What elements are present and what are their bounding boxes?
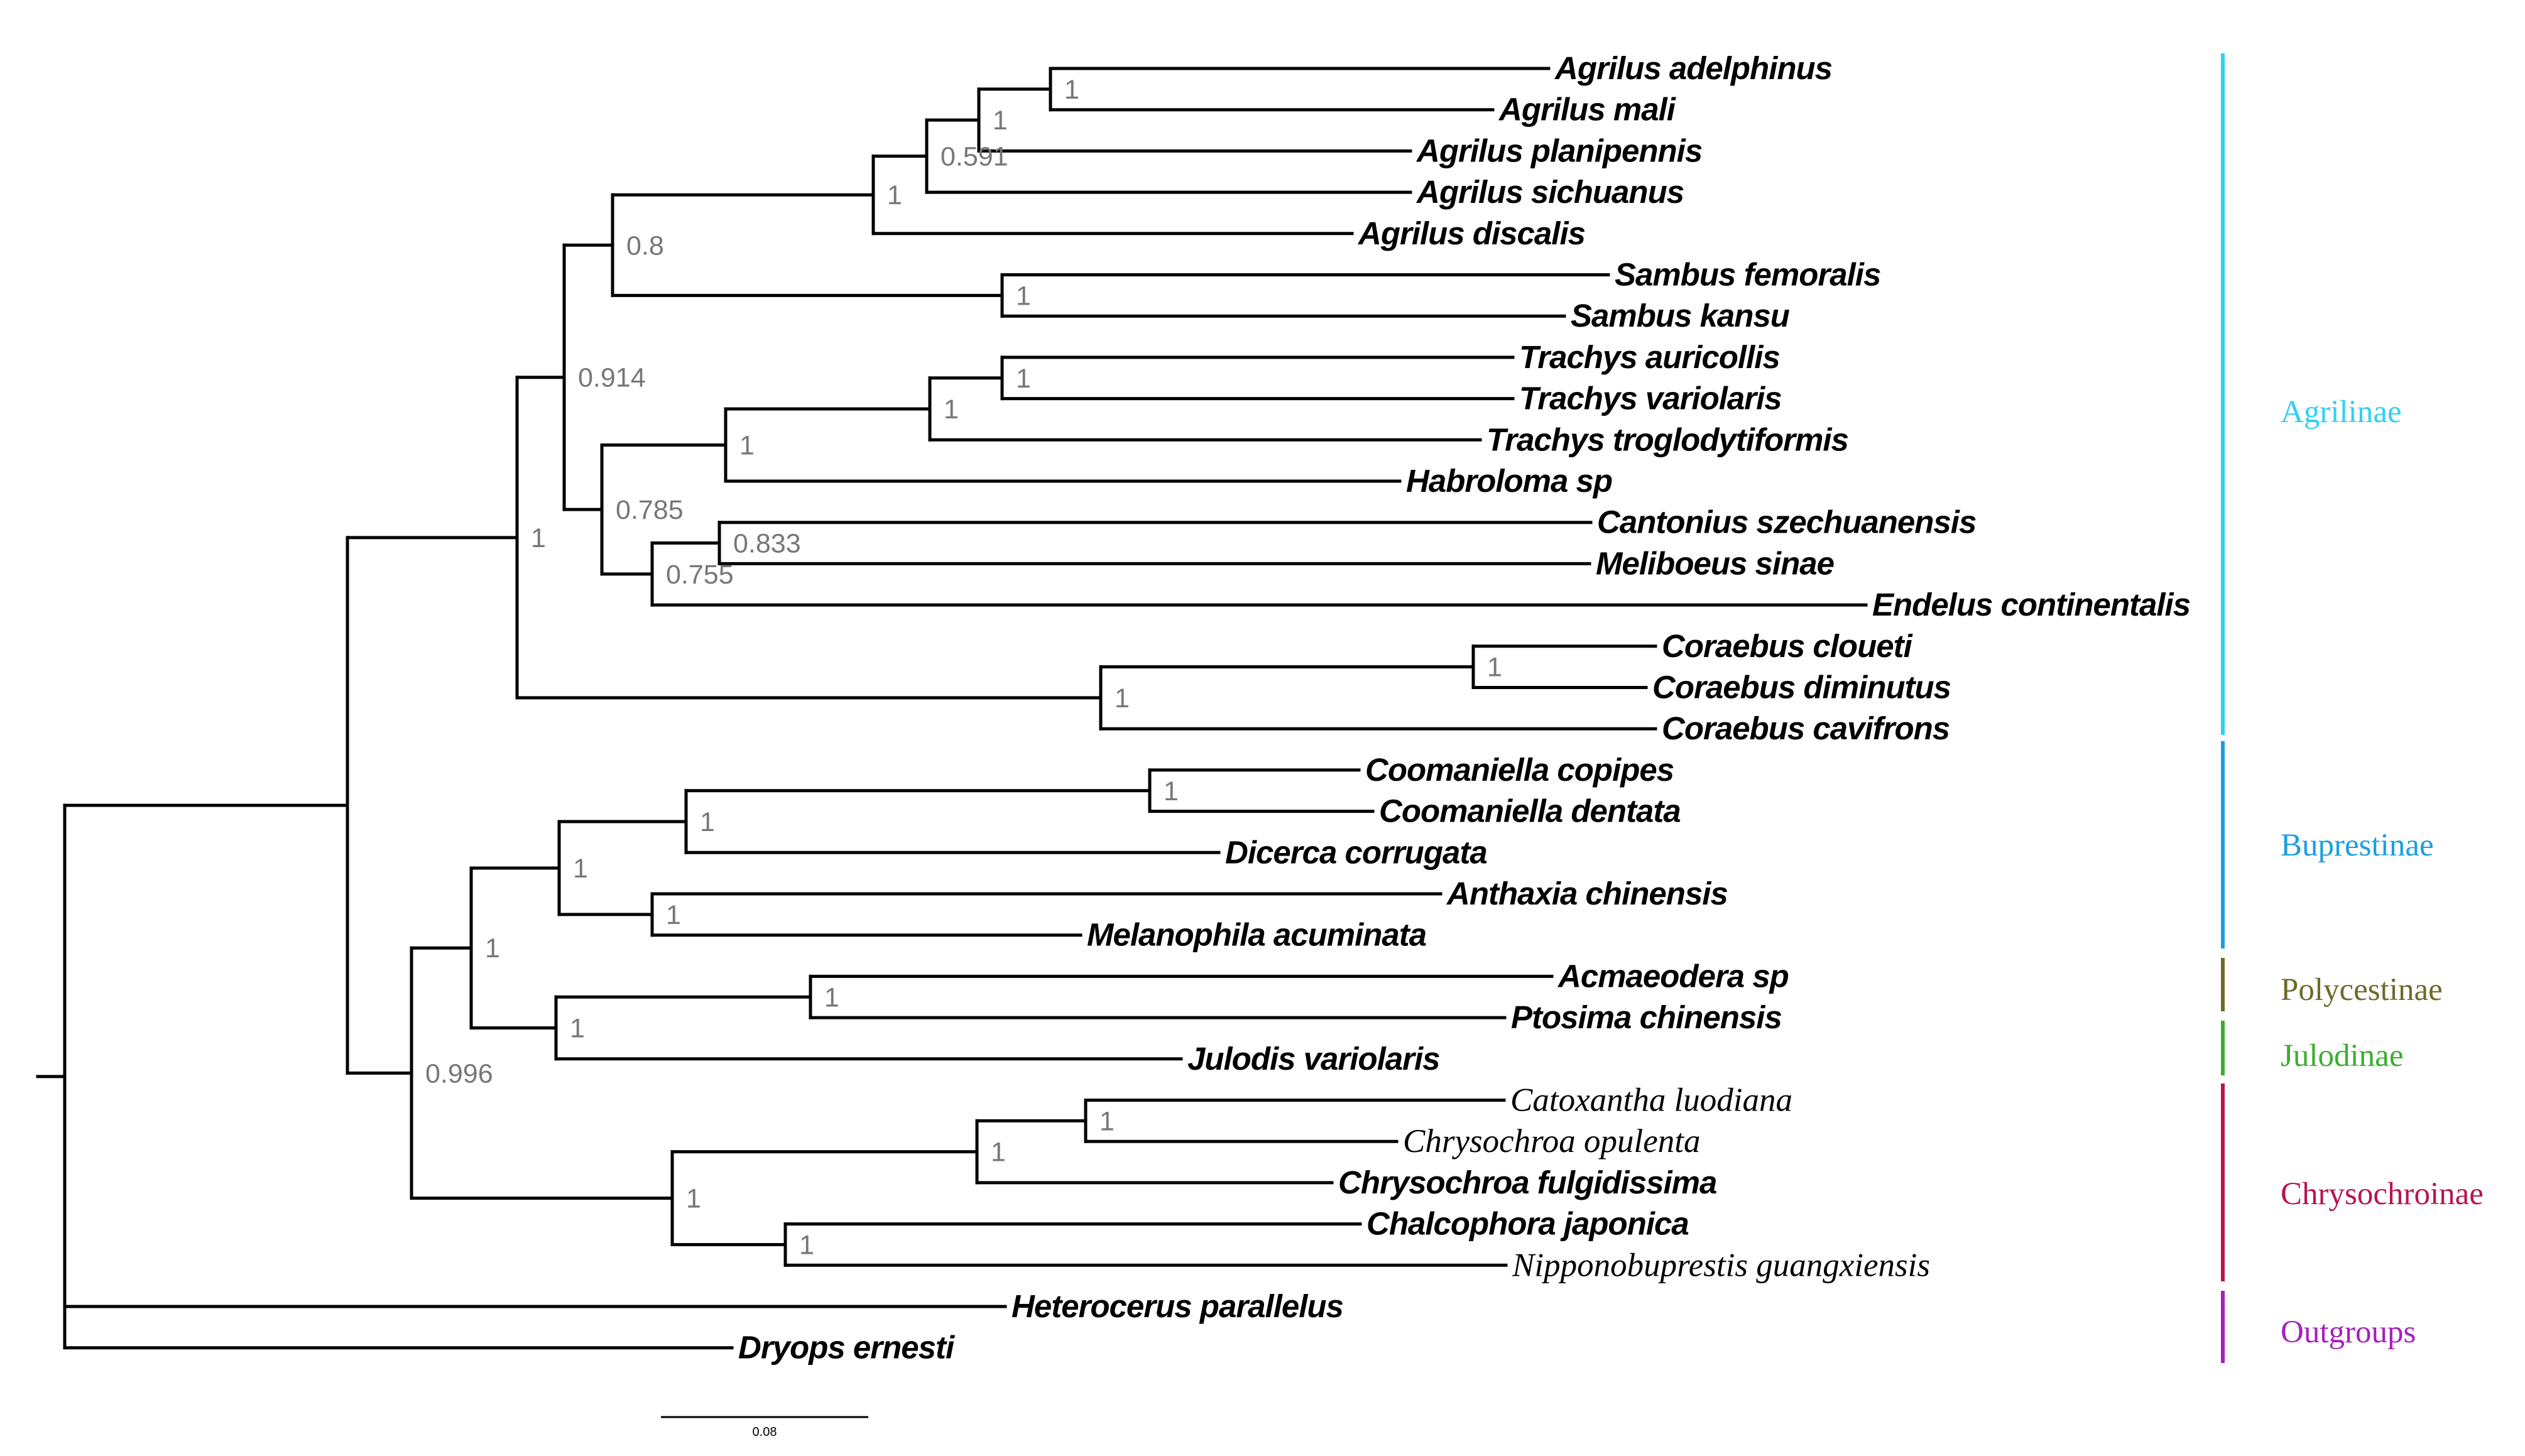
taxon-label: Ptosima chinensis [1511,999,1782,1035]
taxon-label: Agrilus discalis [1357,215,1585,251]
tree-branches [36,67,1868,1350]
support-value: 0.785 [616,495,684,525]
taxon-label: Nipponobuprestis guangxiensis [1512,1247,1930,1283]
support-value: 1 [799,1230,814,1260]
taxon-label: Habroloma sp [1406,463,1612,499]
support-value: 1 [1016,281,1031,311]
taxon-label: Dryops ernesti [738,1330,956,1366]
taxon-label: Chrysochroa fulgidissima [1338,1165,1716,1200]
support-value: 1 [573,854,588,884]
taxon-label: Meliboeus sinae [1596,545,1834,581]
taxon-label: Coomaniella copipes [1365,752,1674,788]
support-value: 1 [1064,75,1079,105]
clade-label: Agrilinae [2281,394,2402,430]
taxon-label: Coraebus cavifrons [1662,710,1950,746]
scale-bar-label: 0.08 [753,1425,777,1439]
taxon-label: Dicerca corrugata [1225,834,1487,870]
support-value: 1 [739,431,755,461]
support-value: 1 [1016,364,1031,394]
taxon-label: Julodis variolaris [1187,1041,1440,1077]
support-value: 1 [824,982,839,1013]
taxon-label: Trachys variolaris [1519,381,1782,416]
clade-label: Buprestinae [2281,828,2434,863]
taxon-label: Catoxantha luodiana [1510,1082,1792,1119]
support-value: 1 [991,1138,1006,1168]
support-value: 1 [531,523,546,553]
taxon-label: Anthaxia chinensis [1446,876,1728,911]
taxon-label: Cantonius szechuanensis [1597,504,1976,540]
support-value: 1 [485,933,500,964]
support-value: 0.755 [666,560,734,590]
taxon-label: Sambus kansu [1571,298,1790,334]
clade-label: Julodinae [2281,1038,2403,1073]
support-value: 1 [686,1184,701,1214]
taxon-label: Agrilus sichuanus [1415,174,1684,210]
taxon-label: Coomaniella dentata [1379,793,1681,829]
clade-annotations: AgrilinaeBuprestinaePolycestinaeJulodina… [2221,53,2484,1363]
support-value: 1 [700,807,715,837]
taxon-label: Acmaeodera sp [1557,958,1789,994]
taxon-label: Coraebus cloueti [1662,628,1914,664]
support-value: 0.914 [578,363,646,393]
support-value: 1 [1099,1106,1115,1136]
taxon-label: Agrilus planipennis [1415,133,1702,168]
support-value: 1 [887,180,902,210]
support-value: 1 [666,900,681,930]
support-value: 0.833 [733,529,801,559]
taxon-label: Heterocerus parallelus [1012,1288,1343,1324]
support-value: 1 [1487,653,1502,683]
scale-bar: 0.08 [661,1416,868,1439]
taxon-label: Coraebus diminutus [1652,670,1951,705]
clade-label: Chrysochroinae [2281,1176,2484,1212]
support-value: 1 [1115,683,1130,714]
support-value: 1 [1164,776,1179,807]
taxon-label: Endelus continentalis [1872,587,2190,622]
clade-label: Polycestinae [2281,972,2443,1008]
taxon-label: Trachys auricollis [1519,339,1780,375]
clade-label: Outgroups [2281,1315,2416,1350]
taxon-label: Sambus femoralis [1615,257,1880,293]
taxon-label: Agrilus mali [1498,92,1677,128]
taxon-label: Chrysochroa opulenta [1403,1123,1701,1160]
support-value: 0.591 [941,142,1008,172]
support-value: 0.8 [626,231,664,261]
support-value: 1 [944,394,959,425]
support-value: 0.996 [425,1058,493,1089]
support-value: 1 [570,1014,585,1044]
support-value: 1 [993,106,1008,136]
taxon-label: Trachys troglodytiformis [1486,421,1848,457]
taxon-label: Chalcophora japonica [1366,1206,1689,1242]
taxon-label: Melanophila acuminata [1087,917,1426,953]
taxon-label: Agrilus adelphinus [1554,50,1832,86]
